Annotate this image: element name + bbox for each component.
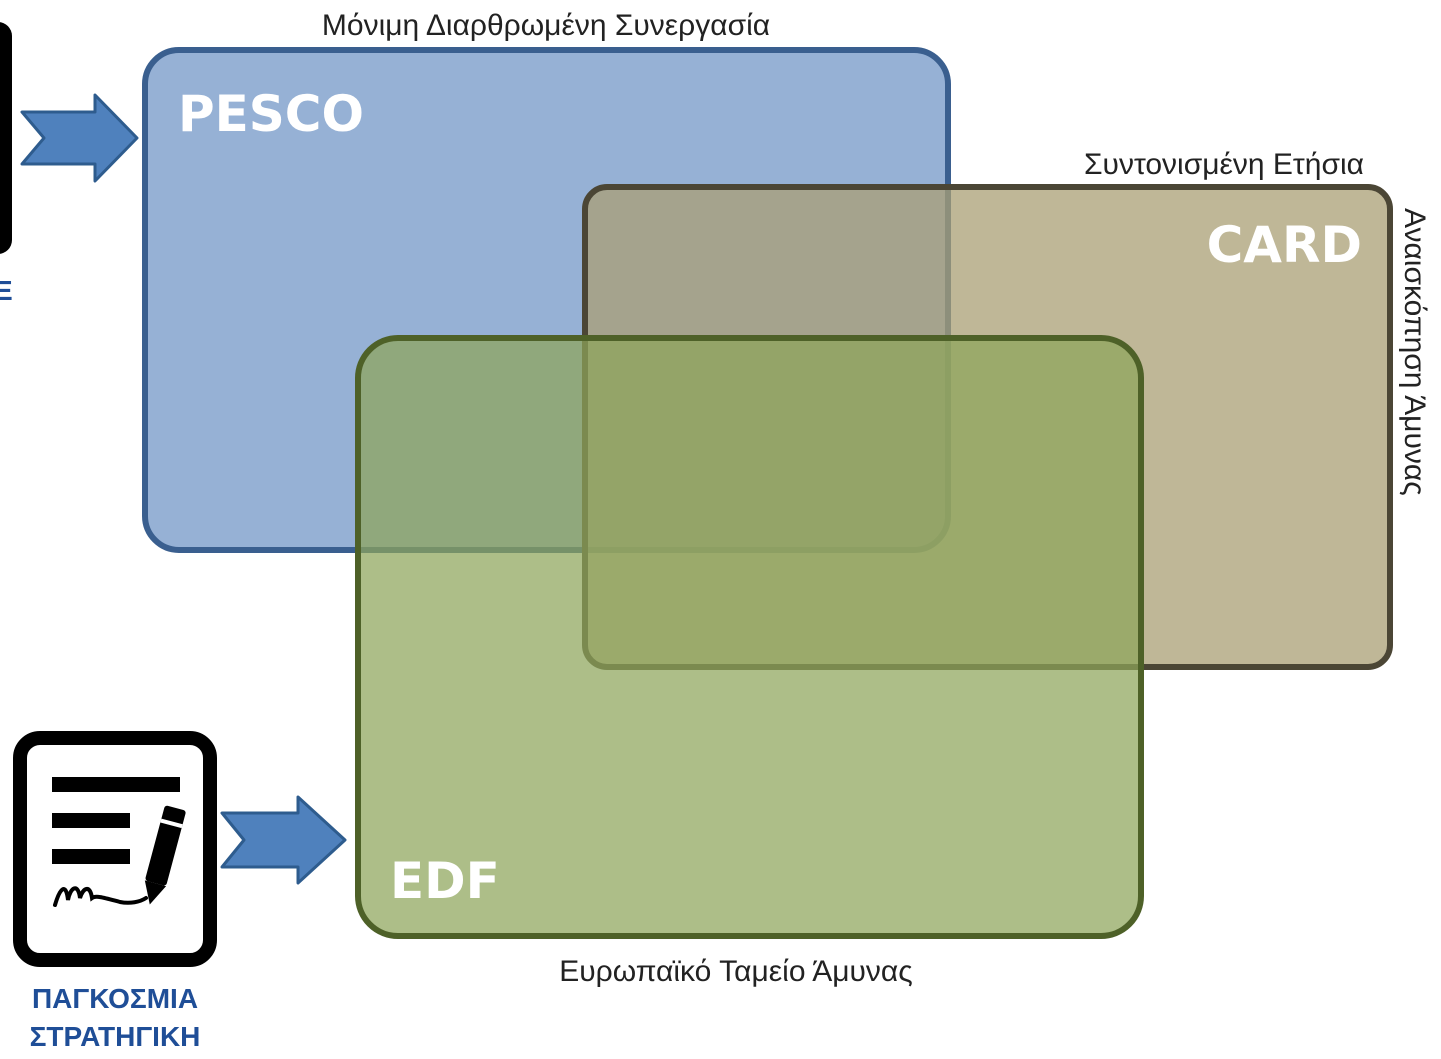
edf-full-name-label: Ευρωπαϊκό Ταμείο Άμυνας (559, 955, 912, 988)
pesco-title: PESCO (178, 85, 364, 143)
arrow-right-icon (20, 93, 139, 183)
pesco-full-name-label: Μόνιμη Διαρθρωμένη Συνεργασία (322, 9, 770, 42)
card-title: CARD (1207, 216, 1362, 274)
partial-black-icon (0, 22, 12, 254)
document-caption-line2: ΣΤΡΑΤΗΓΙΚΗ (30, 1021, 201, 1052)
edf-box (355, 335, 1144, 939)
arrow-right-icon-2 (220, 795, 347, 885)
card-side-label: Αναισκόπηση Άμυνας (1398, 208, 1431, 496)
document-signature-icon (13, 731, 217, 967)
document-caption-line1: ΠΑΓΚΟΣΜΙΑ (32, 983, 198, 1014)
partial-left-letter: Ε (0, 275, 13, 306)
card-top-label: Συντονισμένη Ετήσια (1084, 148, 1364, 181)
edf-title: EDF (390, 852, 500, 910)
